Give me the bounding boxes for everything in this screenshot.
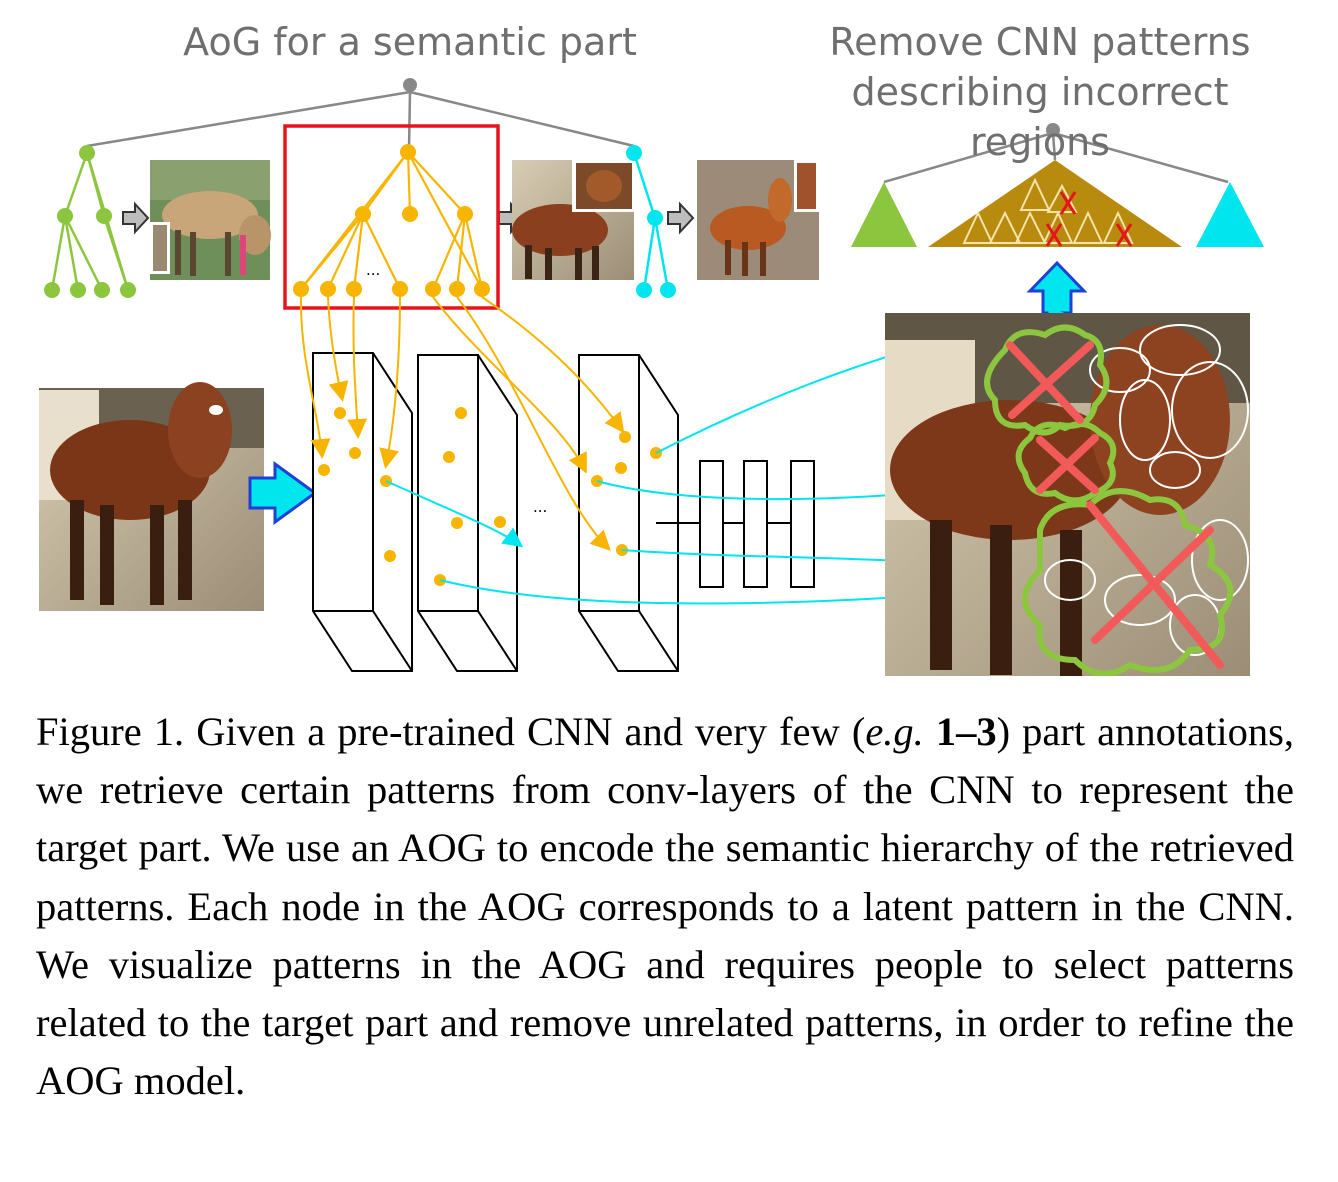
selected-subtree-box bbox=[283, 124, 500, 310]
remove-patterns-title-line1: Remove CNN patterns bbox=[829, 20, 1251, 64]
method-overview-figure: ... bbox=[39, 78, 1264, 676]
conv-ellipsis: ... bbox=[533, 498, 547, 516]
caption-figure-label: Figure 1. bbox=[36, 709, 185, 754]
input-arrow-icon bbox=[248, 461, 318, 525]
horse-photo-stall bbox=[512, 160, 634, 280]
input-horse-photo bbox=[39, 382, 264, 611]
caption-text-part1: Given a pre-trained CNN and very few ( bbox=[196, 709, 866, 754]
aog-title: AoG for a semantic part bbox=[183, 20, 637, 64]
up-arrow-icon bbox=[1026, 260, 1088, 315]
green-triangle bbox=[851, 182, 917, 247]
green-nodes bbox=[44, 145, 136, 298]
subtree-ellipsis: ... bbox=[366, 261, 380, 279]
cyan-triangle bbox=[1196, 182, 1264, 247]
horse-photo-pony bbox=[697, 160, 819, 280]
caption-eg: e.g. bbox=[865, 709, 924, 754]
remove-patterns-title-line2: describing incorrect regions bbox=[851, 70, 1229, 164]
cyan-subtree bbox=[632, 152, 670, 291]
aog-root-tree bbox=[86, 80, 635, 151]
pruned-root-node bbox=[1046, 123, 1060, 137]
orange-subtree bbox=[300, 151, 484, 290]
remove-patterns-title: Remove CNN patterns describing incorrect… bbox=[780, 17, 1300, 167]
horse-photo-herd bbox=[150, 160, 271, 280]
caption-range: 1–3 bbox=[935, 709, 997, 754]
removed-x-marks bbox=[1045, 191, 1133, 247]
pruned-aog-tree bbox=[883, 131, 1229, 184]
cyan-nodes bbox=[626, 145, 676, 298]
pattern-visualization-photo bbox=[885, 313, 1250, 676]
pattern-mapping-arrows bbox=[299, 296, 625, 551]
caption-text-part2: ) part annotations, we retrieve certain … bbox=[36, 709, 1295, 1104]
aog-root-node bbox=[403, 78, 417, 92]
conv-layers bbox=[312, 352, 679, 672]
orange-nodes bbox=[293, 144, 490, 297]
fc-layers bbox=[656, 460, 815, 588]
figure-caption: Figure 1. Given a pre-trained CNN and ve… bbox=[36, 703, 1294, 1110]
